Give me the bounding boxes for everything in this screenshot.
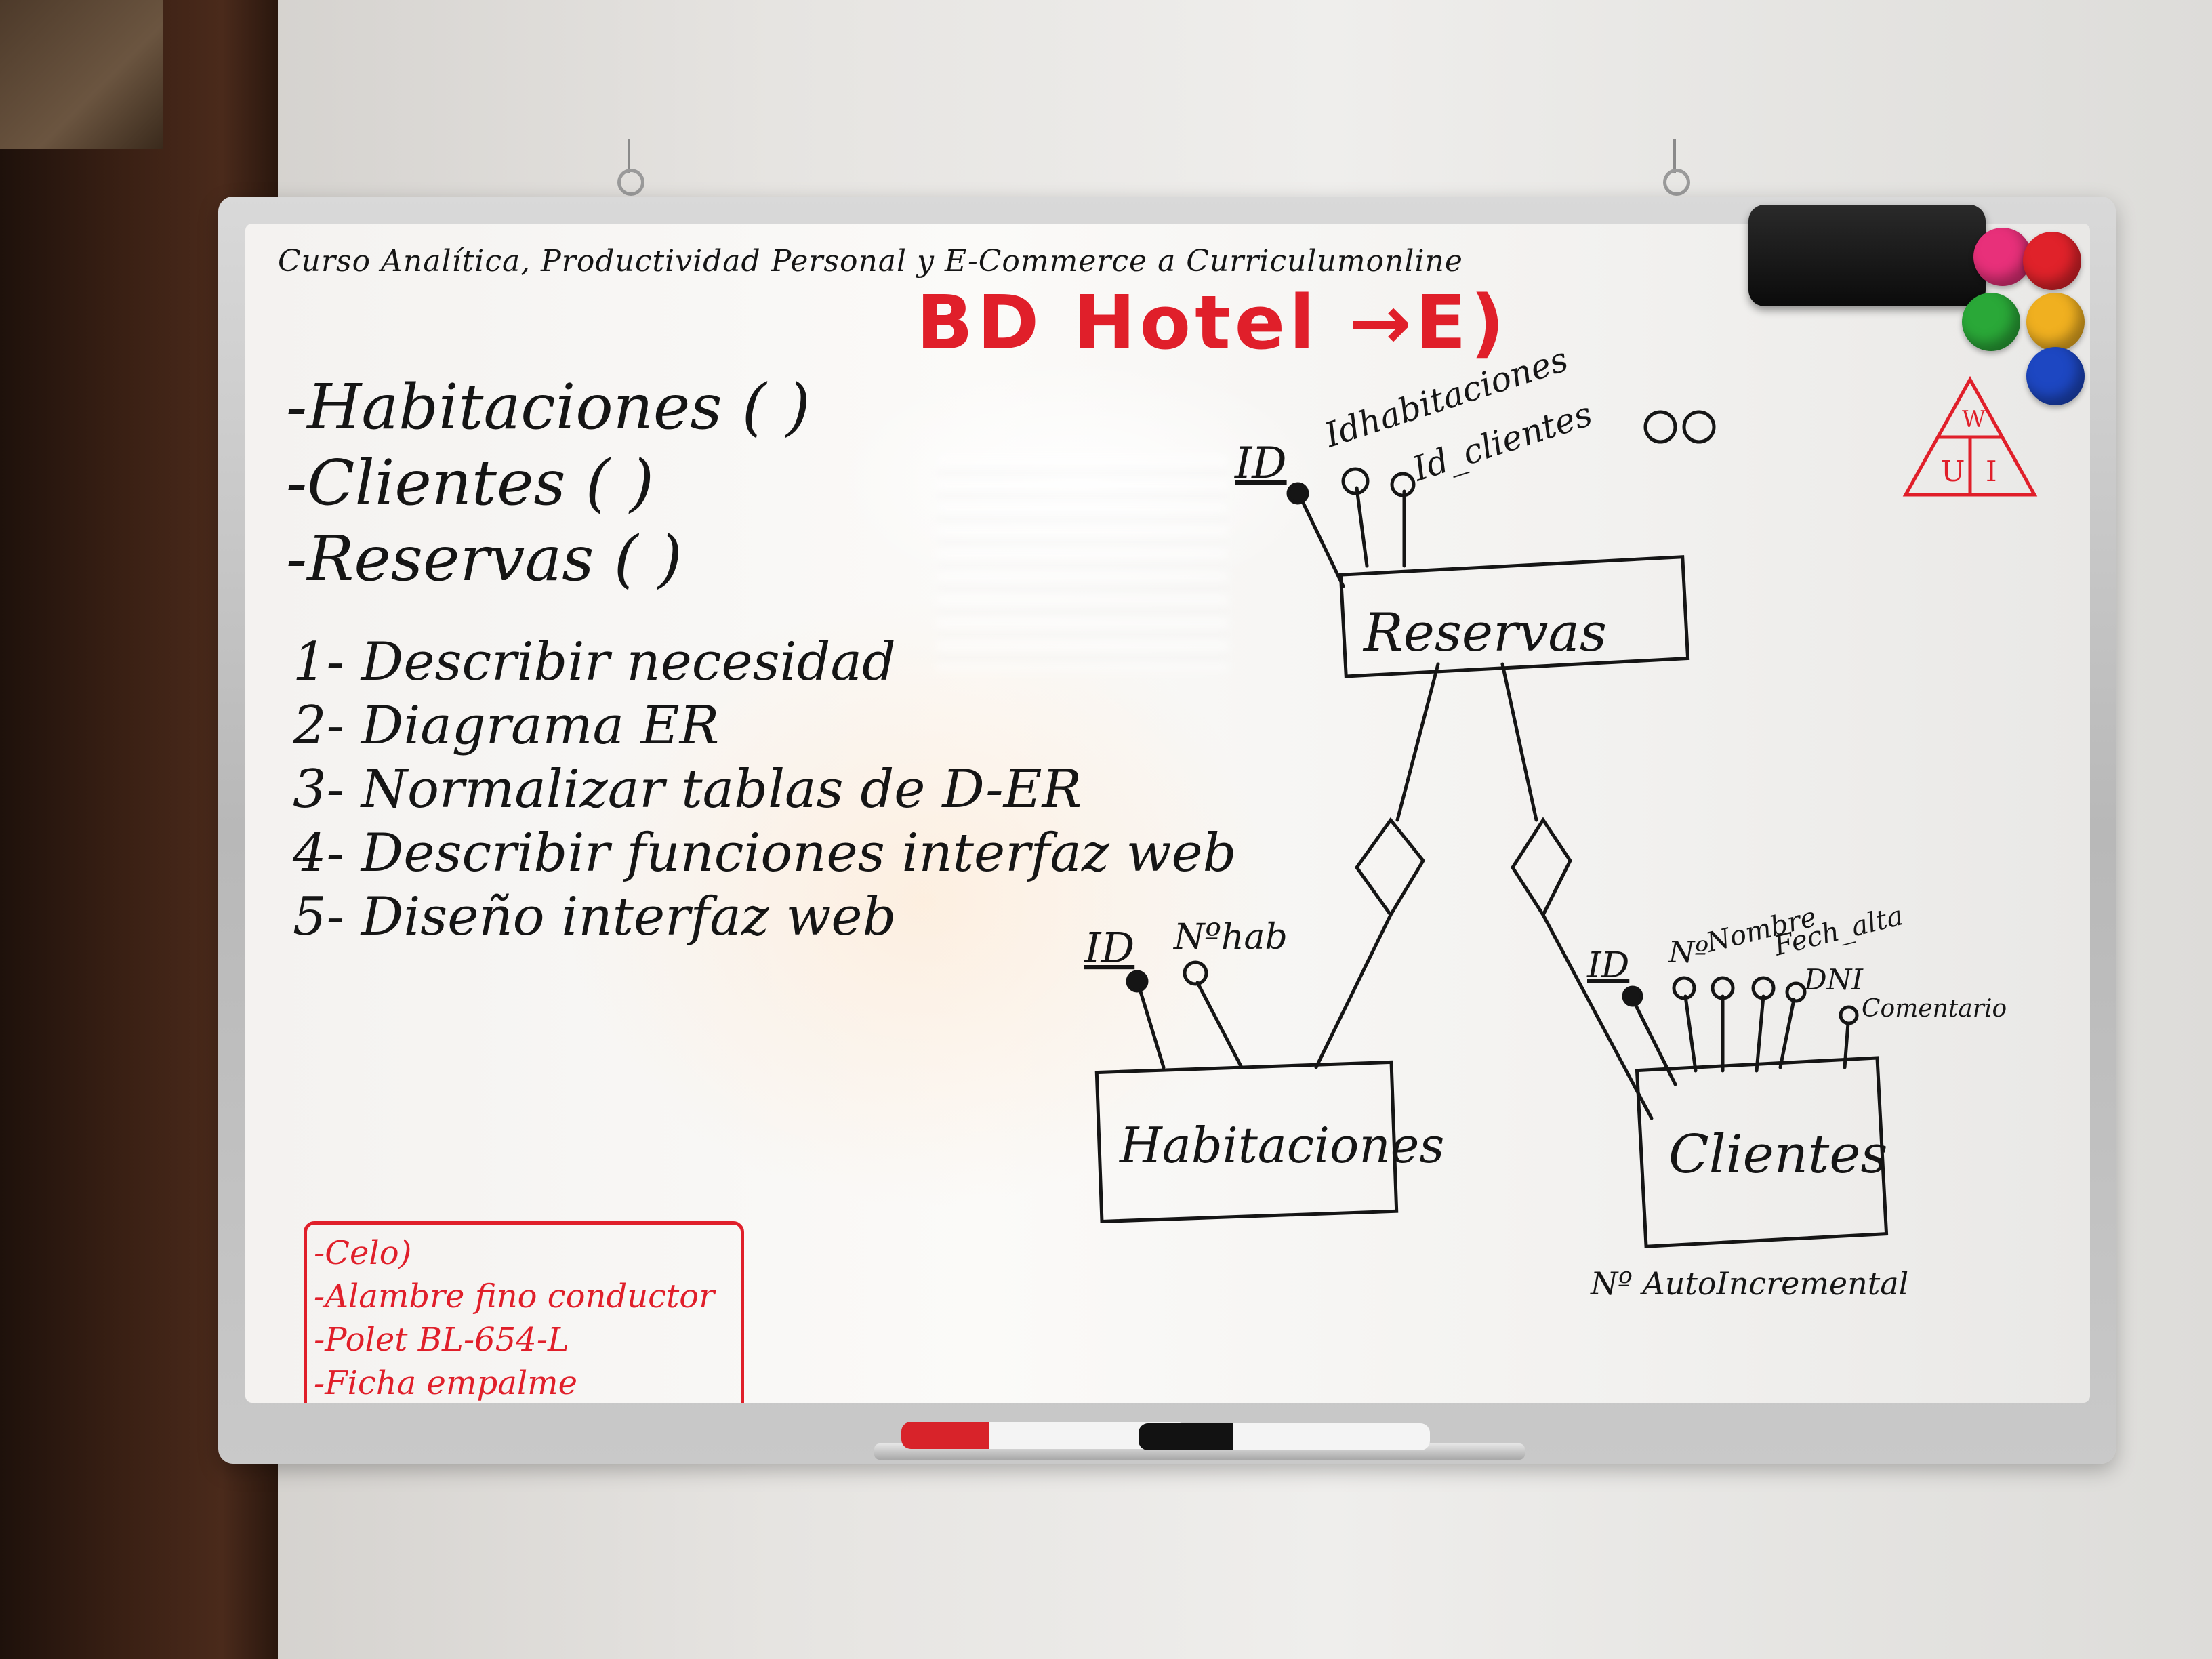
step-item: 2- Diagrama ER (293, 695, 720, 756)
entity-list-item: -Clientes ( ) (286, 447, 654, 519)
whiteboard-surface: Curso Analítica, Productividad Personal … (245, 224, 2090, 1403)
autoincrement-note: Nº AutoIncremental (1590, 1265, 1908, 1302)
black-marker (1139, 1423, 1430, 1450)
magnet-blue (2026, 347, 2085, 405)
warning-letter-i: I (1986, 455, 1997, 488)
attr-key-circle (1126, 970, 1149, 993)
step-item: 1- Describir necesidad (293, 632, 896, 693)
habitaciones-entity-box (1094, 1060, 1399, 1224)
red-notes-list: -Celo) -Alambre fino conductor -Polet BL… (314, 1231, 714, 1403)
er-diagram: Reservas Habitaciones Clientes ID Idhabi… (1084, 340, 2007, 1302)
relationship-diamond-right (1511, 817, 1572, 919)
warning-triangle-icon: W U I (1902, 375, 2038, 497)
attr-label-key: ID (1586, 945, 1629, 986)
step-item: 4- Describir funciones interfaz web (293, 823, 1237, 884)
reservas-entity-box (1338, 555, 1690, 678)
attr-key-circle (1622, 985, 1643, 1007)
line-reservas-to-habitaciones (1314, 662, 1440, 1069)
attr-circle (1643, 410, 1677, 444)
attr-circle (1711, 976, 1735, 1000)
red-note-item: -Alambre fino conductor (314, 1277, 715, 1315)
attr-label: Nº (1668, 935, 1708, 970)
bd-hotel-title: BD Hotel →E) (916, 279, 1509, 366)
red-notes-box: -Celo) -Alambre fino conductor -Polet BL… (304, 1221, 744, 1403)
wall-hook-right (1659, 139, 1690, 196)
warning-letter-w: W (1962, 406, 1986, 433)
whiteboard-eraser (1748, 205, 1986, 306)
warning-letter-u: U (1941, 455, 1965, 488)
magnet-green (1962, 293, 2020, 351)
magnet-red (2023, 232, 2081, 290)
entity-list: -Habitaciones ( ) -Clientes ( ) -Reserva… (286, 369, 811, 597)
attr-circle (1341, 467, 1370, 495)
red-note-item: -Celo) (314, 1234, 412, 1272)
attr-label: DNI (1803, 963, 1864, 996)
red-note-item: -Ficha empalme (314, 1364, 578, 1402)
step-item: 3- Normalizar tablas de D-ER (293, 759, 1082, 820)
magnet-pink (1973, 228, 2032, 286)
relationship-diamond-left (1354, 817, 1426, 918)
clientes-entity-label: Clientes (1668, 1124, 1888, 1185)
attr-circle (1785, 981, 1807, 1003)
attr-key-circle (1286, 482, 1309, 505)
attr-circle (1390, 472, 1416, 497)
attr-circle (1682, 410, 1716, 444)
attr-circle (1839, 1005, 1859, 1025)
attr-label: Comentario (1862, 995, 2007, 1023)
magnet-yellow (2026, 293, 2085, 351)
attr-label-key: ID (1234, 438, 1287, 489)
attr-label: Nºhab (1172, 917, 1288, 958)
habitaciones-entity-label: Habitaciones (1118, 1117, 1444, 1174)
step-item: 5- Diseño interfaz web (293, 886, 897, 947)
entity-list-item: -Habitaciones ( ) (286, 371, 811, 443)
attr-label-key: ID (1084, 923, 1134, 972)
steps-list: 1- Describir necesidad 2- Diagrama ER 3-… (293, 630, 1237, 949)
line-reservas-to-clientes (1500, 662, 1654, 1120)
wall-picture-corner (0, 0, 163, 149)
attr-circle (1183, 960, 1208, 986)
attr-circle (1751, 976, 1776, 1000)
attr-circle (1672, 976, 1696, 1000)
window-glare (937, 454, 1228, 671)
entity-list-item: -Reservas ( ) (286, 523, 682, 595)
red-note-item: -Polet BL-654-L (314, 1321, 569, 1359)
wall-hook-left (613, 139, 644, 196)
reservas-entity-label: Reservas (1362, 602, 1607, 663)
course-title: Curso Analítica, Productividad Personal … (278, 244, 1463, 279)
